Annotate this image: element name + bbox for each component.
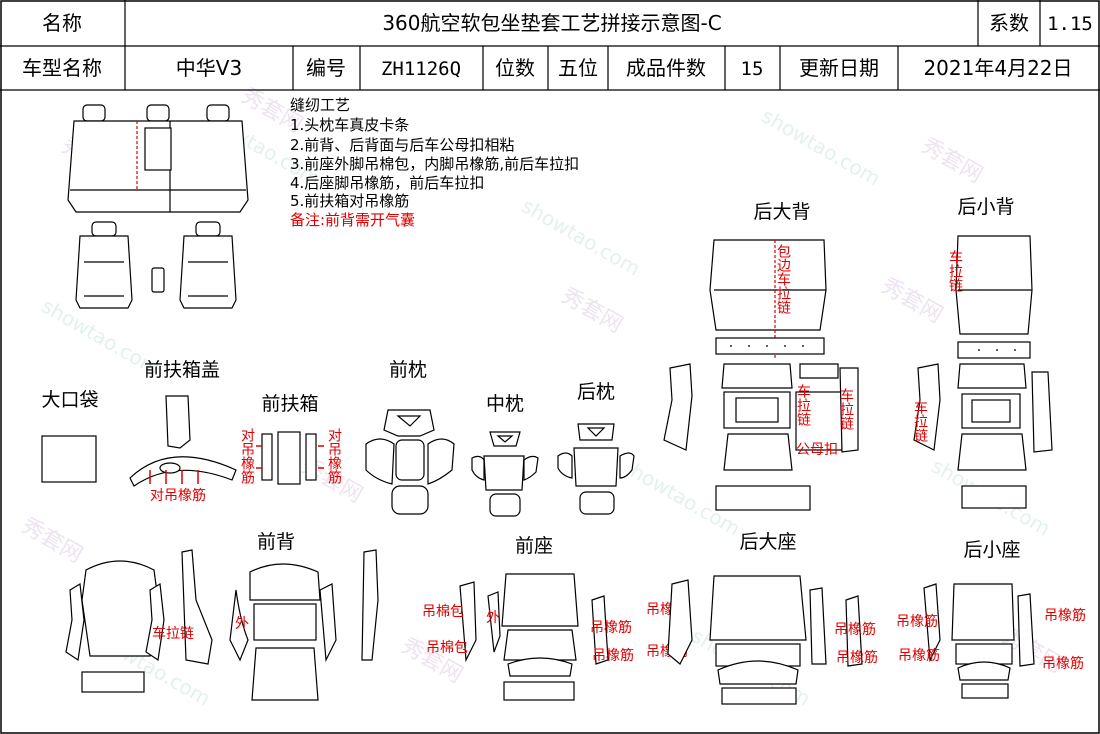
part-title-rear-headrest: 后枕 [577,381,615,403]
annotation-hang-elastic-6: 吊橡筋 [836,649,878,666]
notes-remark: 备注:前背需开气囊 [290,211,415,229]
part-title-rear-small-seat: 后小座 [963,539,1020,561]
notes-item: 2.前背、后背面与后车公母扣相粘 [290,136,514,154]
part-title-front-headrest: 前枕 [389,359,427,381]
watermark-text: showtao.com [518,194,645,281]
watermark-text: 秀套网 [917,134,987,189]
part-title-rear-small-back: 后小背 [957,196,1014,218]
notes-item: 3.前座外脚吊棉包，内脚吊橡筋,前后车拉扣 [290,155,579,173]
watermark-text: 秀套网 [557,284,627,339]
part-title-mid-headrest: 中枕 [486,393,524,415]
part-rear-headrest [557,423,635,515]
part-front-headrest [365,409,455,515]
seats-value: 五位 [558,56,598,80]
part-title-front-seat: 前座 [515,535,553,557]
part-title-front-armrest-lid: 前扶箱盖 [144,359,220,381]
annotation-hang-elastic-1: 吊橡筋 [590,619,632,636]
coef-label: 系数 [989,11,1029,35]
part-big-pocket [41,435,97,483]
model-value: 中华V3 [176,56,242,80]
sheet-title: 360航空软包坐垫套工艺拼接示意图-C [382,11,721,35]
part-mid-headrest [471,431,539,517]
annotation-hang-pad-1: 吊棉包 [422,603,464,620]
watermark-text: 秀套网 [17,514,87,569]
annotation-hang-elastic-7: 吊橡筋 [896,613,938,630]
annotation-outer-front-seat: 外 [486,610,500,626]
annotation-outer-front-back: 外 [235,616,249,632]
part-title-front-back: 前背 [257,531,295,553]
name-label: 名称 [42,11,82,35]
header-table [0,0,1100,91]
code-label: 编号 [306,56,346,80]
annotation-hang-elastic-5: 吊橡筋 [834,621,876,638]
notes-item: 1.头枕车真皮卡条 [290,116,409,134]
annotation-zip-right: 车拉链 [838,387,854,431]
annotation-zip-left: 车拉链 [795,383,811,427]
code-value: ZH1126Q [381,58,461,80]
pieces-label: 成品件数 [626,56,706,80]
model-label: 车型名称 [22,56,102,80]
watermark-text: showtao.com [758,104,885,191]
part-title-big-pocket: 大口袋 [41,389,98,411]
annotation-hang-elastic-8: 吊橡筋 [898,647,940,664]
annotation-hang-elastic-9: 吊橡筋 [1044,607,1086,624]
annotation-pair-elastic: 对吊橡筋 [150,487,206,504]
annotation-hang-pad-2: 吊棉包 [426,639,468,656]
notes-item: 5.前扶箱对吊橡筋 [290,192,409,210]
part-front-seat [459,573,609,701]
coef-value: 1.15 [1047,13,1093,35]
annotation-zip-small-back: 车拉链 [947,249,963,293]
date-value: 2021年4月22日 [923,56,1072,80]
annotation-pair-elastic-left: 对吊橡筋 [239,428,255,485]
part-rear-small-back [913,235,1053,509]
part-front-back [65,549,379,701]
watermark-text: 秀套网 [877,274,947,329]
annotation-pair-elastic-right: 对吊橡筋 [326,428,342,485]
part-front-armrest-lid [129,395,237,487]
notes-heading: 缝纫工艺 [290,96,350,114]
pieces-value: 15 [741,58,764,80]
seat-overview-sketch [67,104,249,309]
part-rear-big-back [663,239,859,511]
part-front-armrest [256,431,324,485]
annotation-zip-small-back-side: 车拉链 [912,399,928,443]
part-rear-small-seat [923,583,1035,699]
annotation-edge-zip: 包边车拉链 [775,244,791,315]
notes-item: 4.后座脚吊橡筋，前后车拉扣 [290,174,484,192]
sewing-notes: 缝纫工艺 1.头枕车真皮卡条 2.前背、后背面与后车公母扣相粘 3.前座外脚吊棉… [290,96,579,229]
part-title-rear-big-back: 后大背 [753,201,810,223]
annotation-snap: 公母扣 [796,442,838,458]
annotation-hang-elastic-2: 吊橡筋 [592,647,634,664]
part-title-front-armrest: 前扶箱 [261,393,318,415]
annotation-zip-front-back: 车拉链 [152,625,194,642]
part-rear-big-seat [667,575,863,705]
date-label: 更新日期 [799,56,879,80]
seats-label: 位数 [495,56,535,80]
annotation-hang-elastic-10: 吊橡筋 [1042,655,1084,672]
part-title-rear-big-seat: 后大座 [739,531,796,553]
